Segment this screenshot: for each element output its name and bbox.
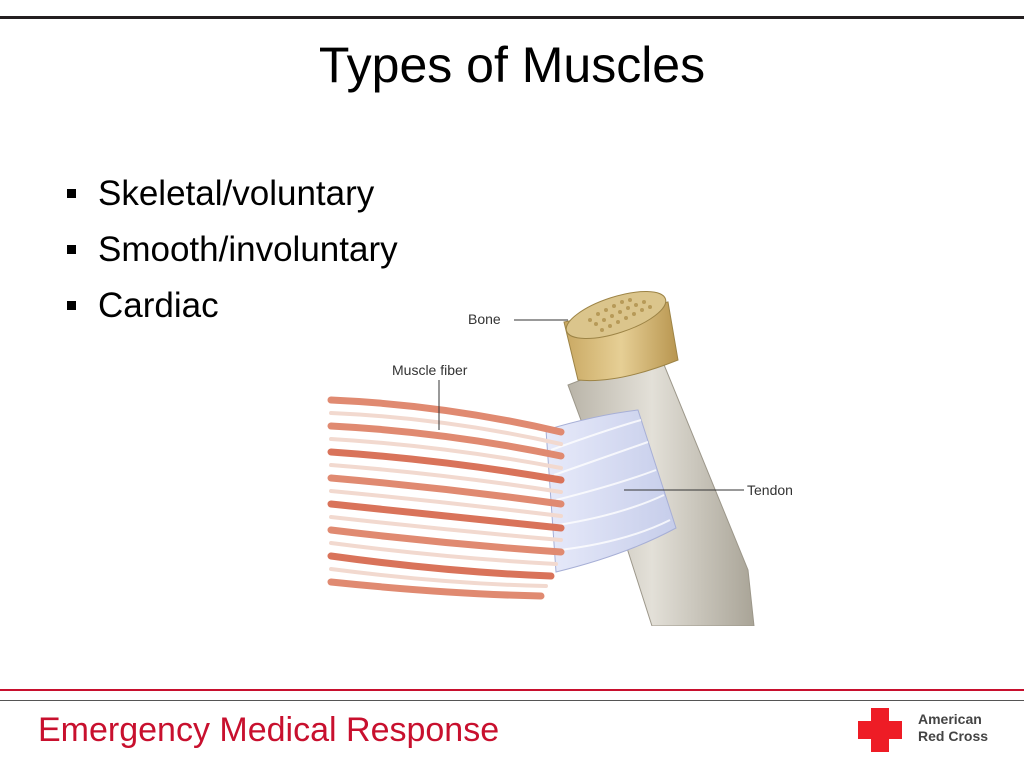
footer-rule-gray xyxy=(0,700,1024,701)
top-rule xyxy=(0,16,1024,19)
logo-line-1: American xyxy=(918,711,982,727)
footer-title: Emergency Medical Response xyxy=(38,711,500,749)
footer-rule-red xyxy=(0,689,1024,691)
square-bullet-icon xyxy=(67,245,76,254)
square-bullet-icon xyxy=(67,301,76,310)
tendon-label: Tendon xyxy=(747,482,793,498)
bullet-text: Skeletal/voluntary xyxy=(98,174,375,213)
slide-title: Types of Muscles xyxy=(318,37,706,93)
bullet-item: Smooth/involuntary xyxy=(64,222,398,278)
muscle-fibers xyxy=(327,396,565,600)
tendon-fibers xyxy=(550,419,671,551)
muscle-tendon-bone-illustration: Bone Muscle fiber Tendon xyxy=(327,291,793,626)
red-cross-logo: American Red Cross xyxy=(858,708,1008,754)
bone-cross-section xyxy=(565,291,667,339)
bullet-text: Smooth/involuntary xyxy=(98,230,398,269)
bullet-item: Skeletal/voluntary xyxy=(64,166,398,222)
bullet-text: Cardiac xyxy=(98,286,219,325)
logo-line-2: Red Cross xyxy=(918,728,989,744)
bone-marrow-dots xyxy=(588,298,652,332)
muscle-fiber-label: Muscle fiber xyxy=(392,362,468,378)
square-bullet-icon xyxy=(67,189,76,198)
bullet-list: Skeletal/voluntary Smooth/involuntary Ca… xyxy=(64,166,398,334)
logo-text: American Red Cross xyxy=(918,711,988,745)
red-cross-icon xyxy=(858,708,902,752)
bullet-item: Cardiac xyxy=(64,278,398,334)
bone-label: Bone xyxy=(468,311,501,327)
